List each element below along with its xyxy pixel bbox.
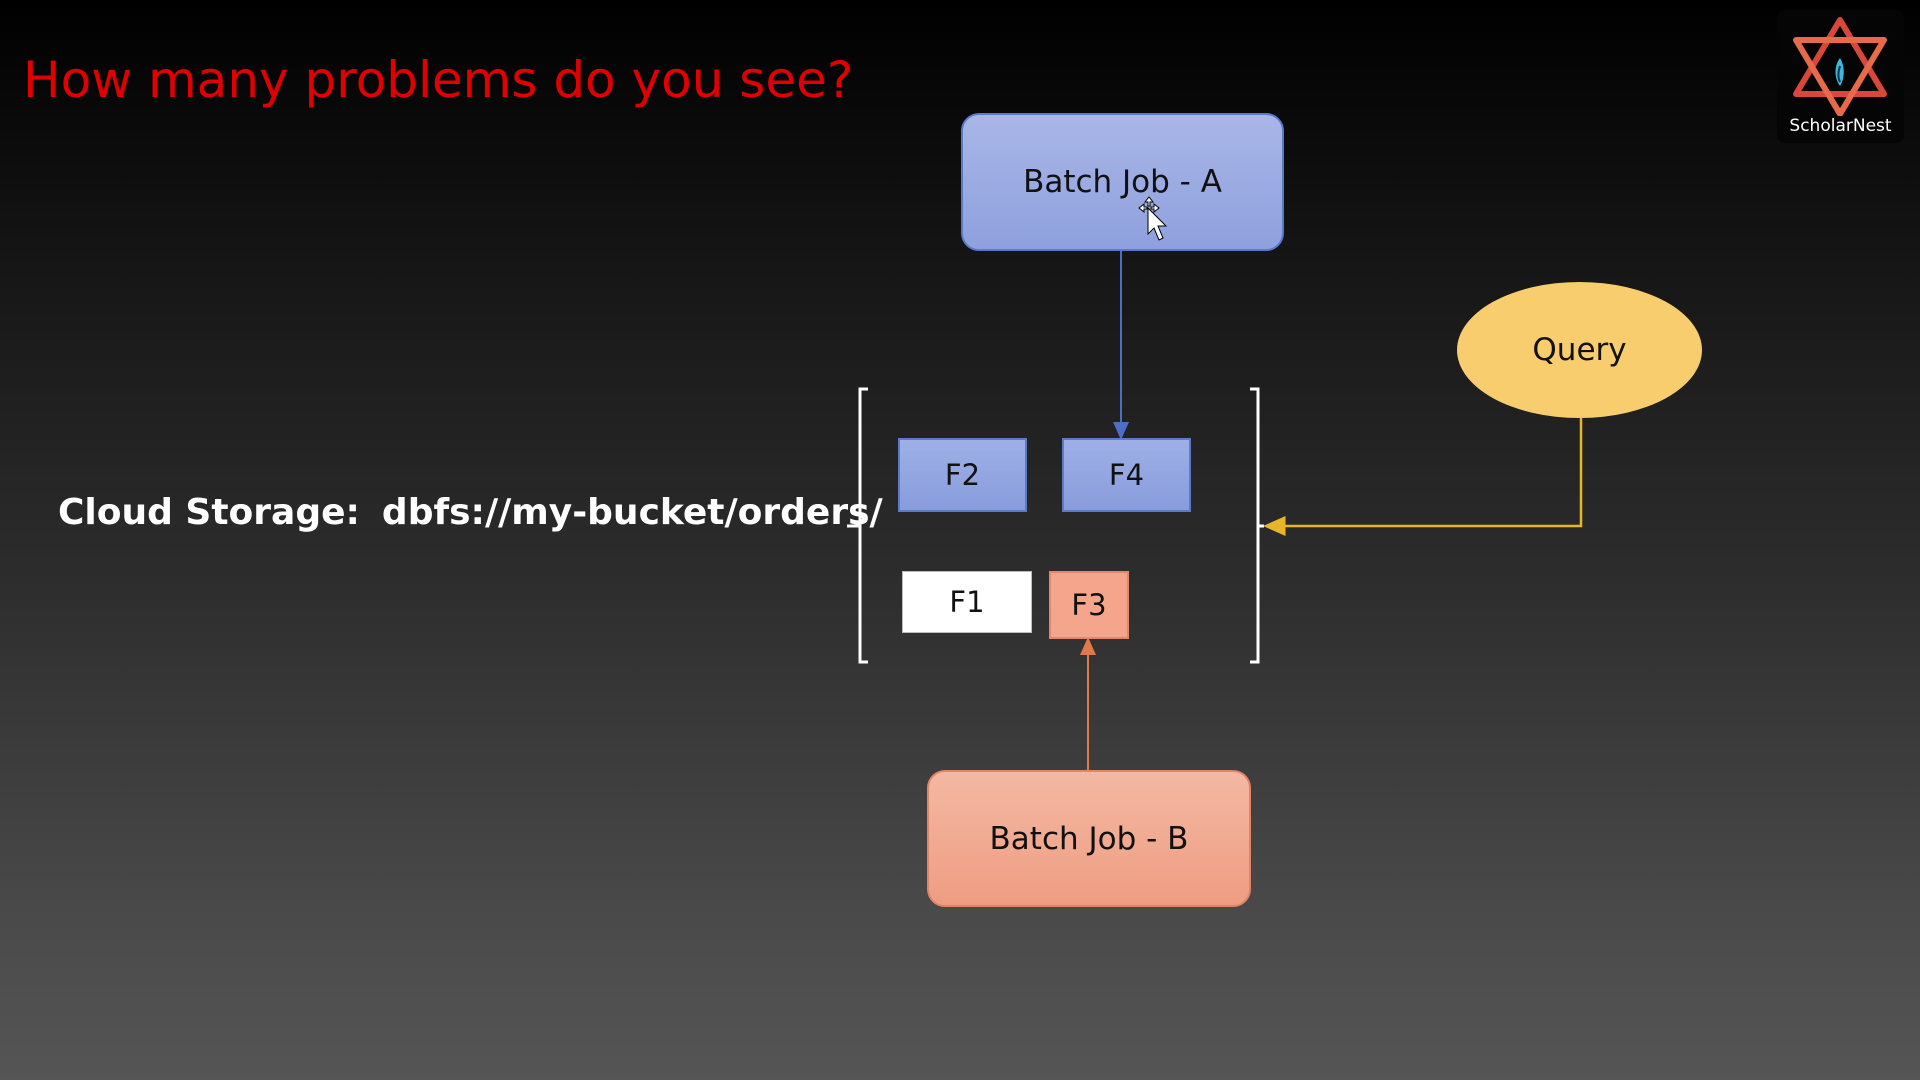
file-f1: F1 (902, 571, 1032, 633)
query-node: Query (1457, 282, 1702, 418)
batch-job-a: Batch Job - A (961, 113, 1284, 251)
storage-label: Cloud Storage: dbfs://my-bucket/orders/ (58, 482, 883, 544)
storage-left-bracket (847, 387, 868, 664)
logo-text: ScholarNest (1789, 116, 1892, 136)
star-of-david-icon (1793, 17, 1887, 116)
storage-right-bracket (1250, 387, 1264, 664)
mouse-cursor-icon (1138, 196, 1168, 241)
batch-job-b: Batch Job - B (927, 770, 1251, 907)
arrow-query-to-storage (1263, 418, 1583, 536)
file-f2: F2 (898, 438, 1027, 512)
file-f4: F4 (1062, 438, 1191, 512)
scholarnest-logo: ScholarNest (1777, 10, 1904, 143)
storage-label-text: Cloud Storage: (58, 492, 360, 533)
file-f3: F3 (1049, 571, 1129, 639)
slide-title: How many problems do you see? (23, 51, 854, 109)
storage-path: dbfs://my-bucket/orders/ (381, 492, 883, 533)
